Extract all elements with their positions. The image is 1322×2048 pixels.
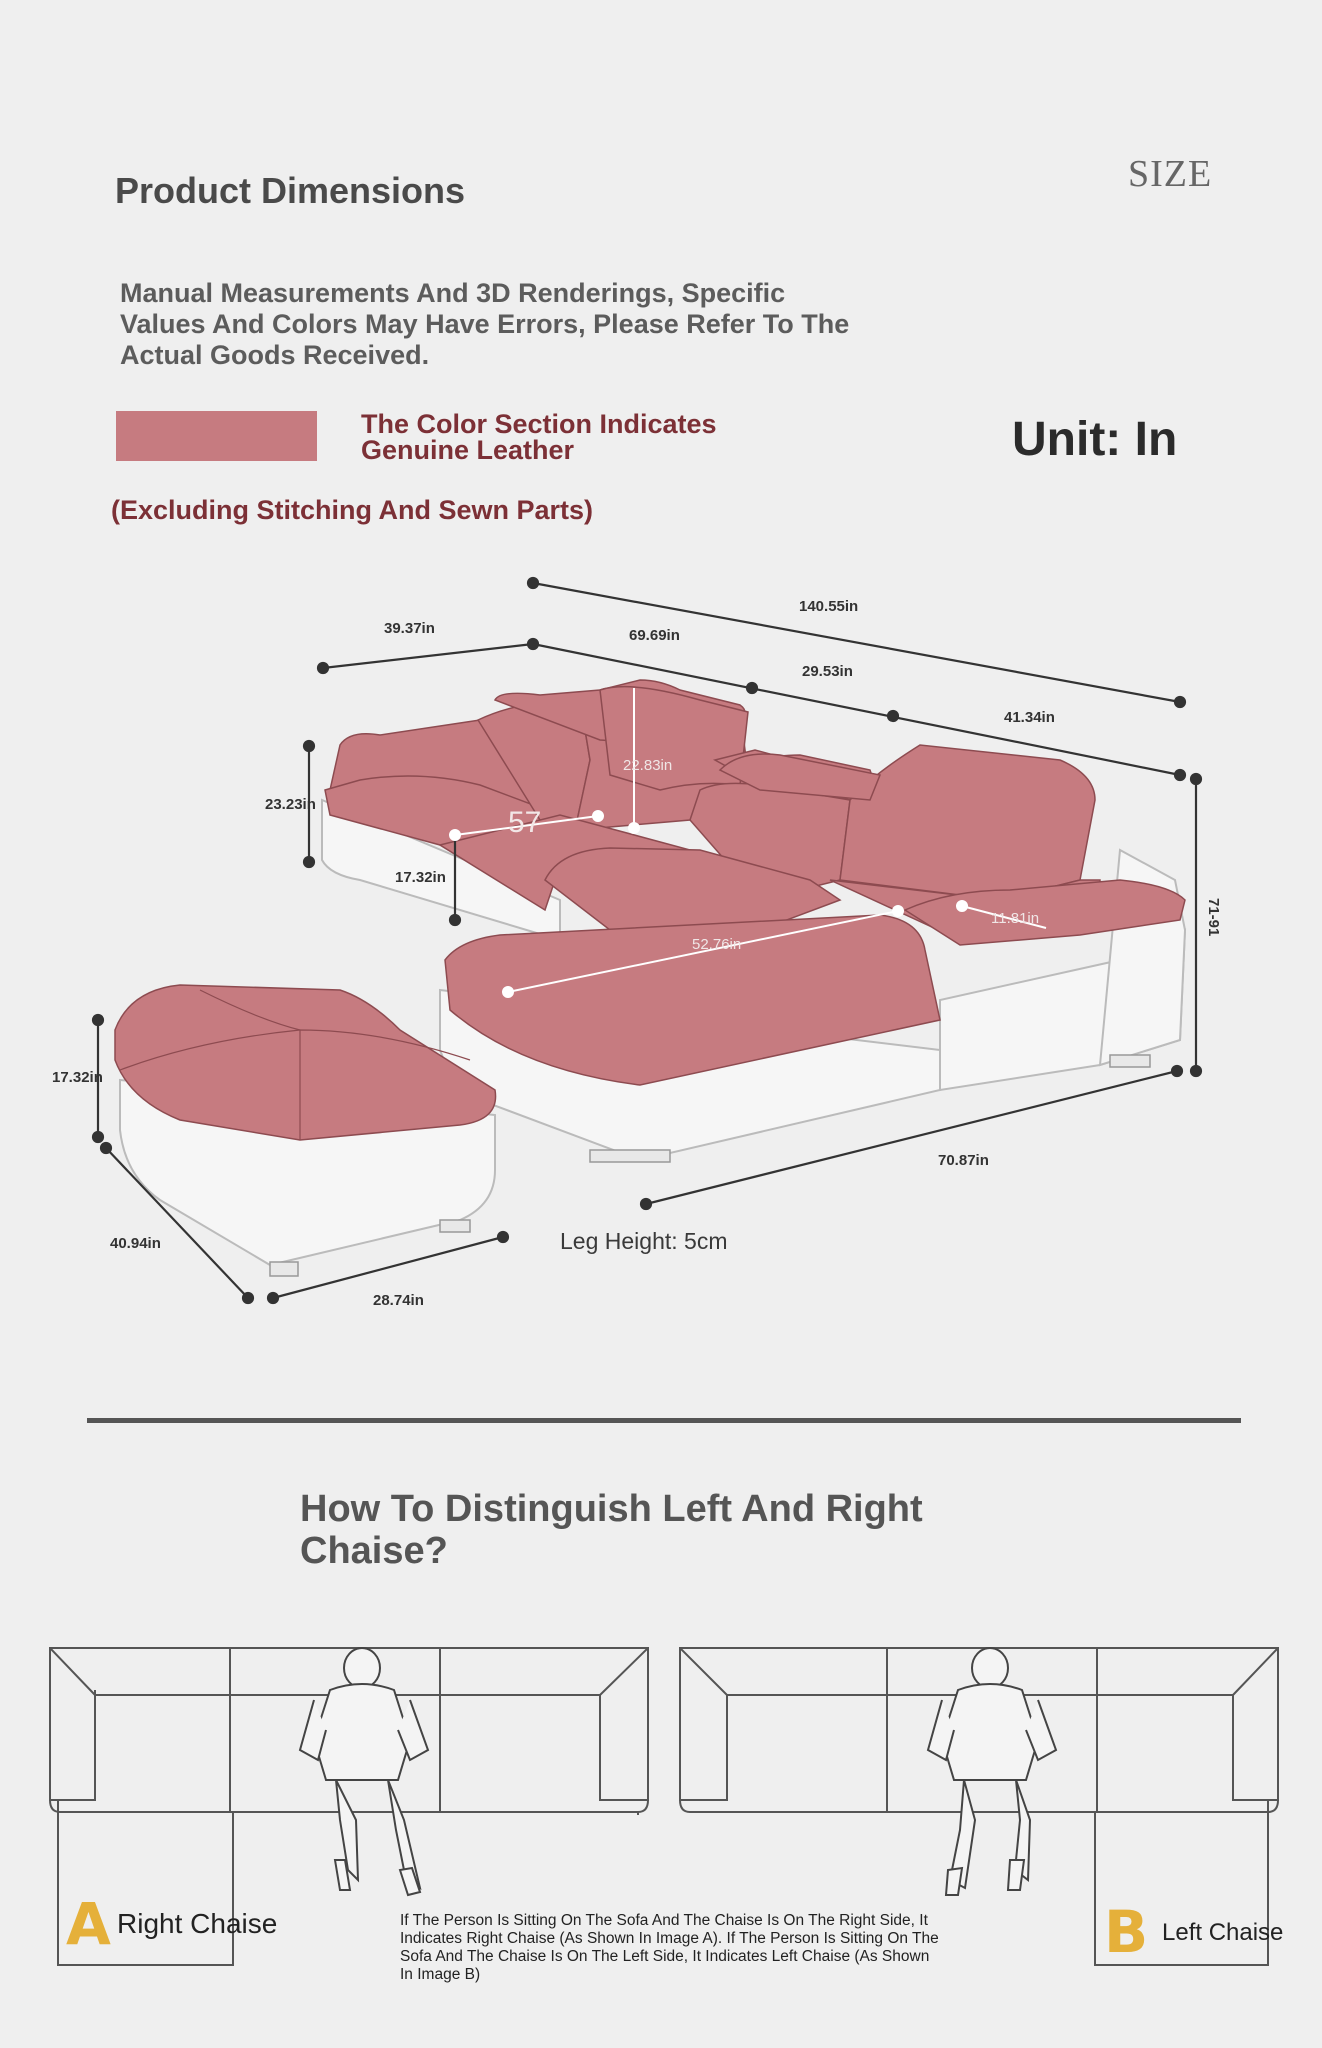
color-note: The Color Section Indicates Genuine Leat… <box>361 409 717 465</box>
sofa-dimension-diagram <box>91 576 1203 1305</box>
chaise-guide-title: How To Distinguish Left And Right Chaise… <box>300 1488 923 1572</box>
size-label: SIZE <box>1128 153 1213 195</box>
dim-ottoman-width: 28.74in <box>373 1292 424 1309</box>
dim-ottoman-depth: 40.94in <box>110 1235 161 1252</box>
dim-arm-width: 11.81in <box>991 910 1040 927</box>
dim-ottoman-height: 17.32in <box>52 1069 103 1086</box>
dim-seat-depth: 57 <box>508 806 542 839</box>
disclaimer-text: Manual Measurements And 3D Renderings, S… <box>120 278 850 370</box>
section-divider <box>87 1418 1241 1423</box>
dim-chaise-length: 52.76in <box>692 936 742 953</box>
leg-height-label: Leg Height: 5cm <box>560 1228 728 1254</box>
dim-middle-seg: 29.53in <box>802 663 853 680</box>
left-chaise-label: Left Chaise <box>1162 1919 1284 1946</box>
dim-seat-height: 17.32in <box>395 869 446 886</box>
chaise-guide-diagram <box>49 1647 1279 1966</box>
dim-total-length: 140.55in <box>799 598 859 615</box>
dim-back-height: 23.23in <box>265 796 316 813</box>
page-title: Product Dimensions <box>115 170 466 211</box>
excluding-note: (Excluding Stitching And Sewn Parts) <box>111 495 594 525</box>
dim-chaise-base: 70.87in <box>938 1152 989 1169</box>
dim-left-arm-width: 39.37in <box>384 620 435 637</box>
letter-b-badge: B <box>1104 1898 1149 1966</box>
unit-label: Unit: In <box>1012 413 1178 466</box>
dim-side-height: 71-91 <box>1205 898 1222 937</box>
dim-right-seg: 41.34in <box>1004 709 1055 726</box>
chaise-explanation: If The Person Is Sitting On The Sofa And… <box>400 1912 939 1983</box>
letter-a-badge: A <box>66 1890 111 1958</box>
dim-headrest-height: 22.83in <box>623 757 673 774</box>
dim-middle-length: 69.69in <box>629 627 680 644</box>
right-chaise-label: Right Chaise <box>117 1908 278 1939</box>
leather-color-swatch <box>116 411 317 461</box>
